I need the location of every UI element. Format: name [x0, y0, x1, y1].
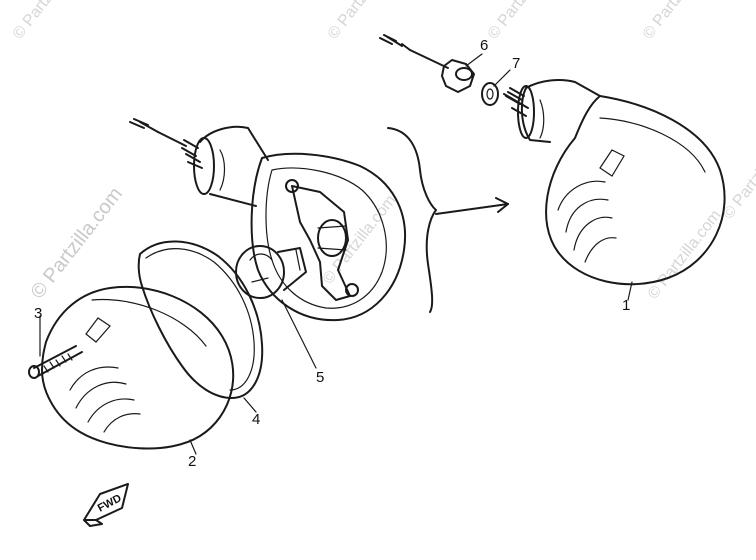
leader-lines — [39, 53, 633, 455]
callout-2: 2 — [188, 453, 196, 470]
callouts: 6 7 1 3 2 4 5 — [34, 37, 630, 470]
callout-5: 5 — [316, 369, 324, 386]
callout-3: 3 — [34, 305, 42, 322]
housing — [129, 118, 407, 322]
watermark-main: © Partzilla.com — [27, 183, 127, 303]
callout-4: 4 — [252, 411, 260, 428]
callout-6: 6 — [480, 37, 488, 54]
assembly-bracket-arrow — [387, 127, 509, 313]
watermark-right-edge: © Partzilla.com — [720, 127, 756, 222]
watermark-top-far-right: © Partzilla.com — [640, 0, 720, 42]
watermark-right: © Partzilla.com — [645, 207, 725, 302]
callout-1: 1 — [622, 297, 630, 314]
watermark-top-mid: © Partzilla.com — [325, 0, 405, 42]
watermarks: © Partzilla.com © Partzilla.com © Partzi… — [10, 0, 756, 303]
watermark-center: © Partzilla.com — [320, 192, 400, 287]
front-lens — [28, 285, 235, 450]
watermark-top-right: © Partzilla.com — [485, 0, 565, 42]
callout-7: 7 — [512, 55, 520, 72]
gasket — [137, 240, 264, 399]
assembled-signal — [379, 34, 726, 286]
fwd-arrow: FWD — [83, 483, 129, 527]
watermark-top-left: © Partzilla.com — [10, 0, 90, 42]
